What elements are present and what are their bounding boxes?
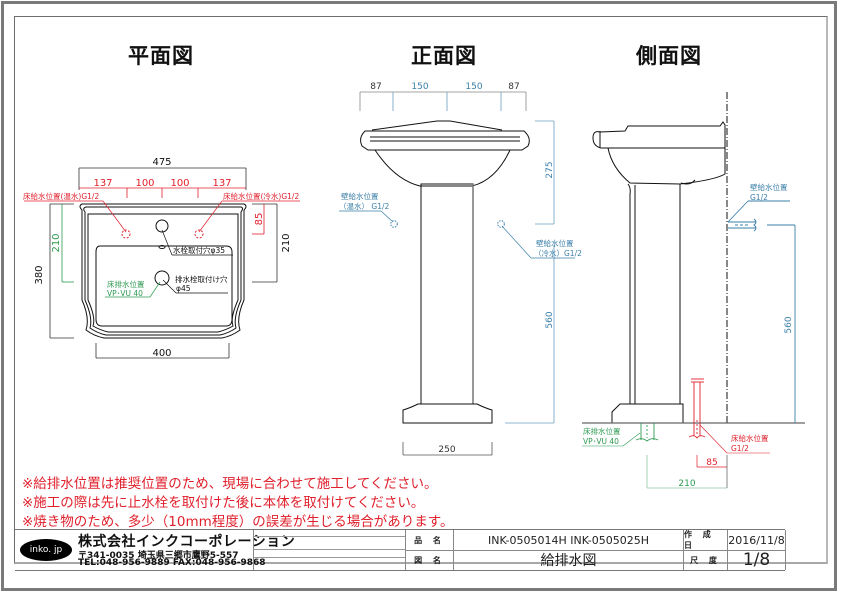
dim-400-label: 400	[152, 348, 171, 359]
side-view	[582, 92, 805, 489]
dim-475-label: 475	[152, 157, 171, 168]
dim-380-label: 380	[34, 265, 45, 284]
dim-100-left: 100	[135, 178, 154, 189]
dim-137-left: 137	[93, 178, 112, 189]
drain-hole-label-1: 排水栓取付け穴	[175, 274, 228, 284]
installation-notes: ※給排水位置は推奨位置のため、現場に合わせて施工してください。 ※施工の際は先に…	[22, 475, 453, 532]
side-floor-drain-label-2: VP･VU 40	[583, 437, 619, 446]
scale-value: 1/8	[727, 550, 785, 570]
front-pedestal	[420, 183, 474, 405]
side-pedestal-front	[627, 183, 631, 404]
drawing-name-value: 給排水図	[453, 550, 683, 570]
front-dim-560-label: 560	[545, 311, 555, 328]
dim-red-segments	[79, 187, 246, 198]
front-dim-87-right: 87	[508, 82, 519, 92]
faucet-hole-label: 水栓取付穴φ35	[173, 245, 225, 255]
company-address: 〒341-0035 埼玉県三郷市鷹野5-557	[78, 551, 239, 561]
front-wall-cold-label-2: （冷水）G1/2	[534, 248, 582, 258]
front-basin-rim	[371, 120, 503, 131]
front-dim-275-label: 275	[545, 161, 555, 178]
drawing-frame	[14, 16, 828, 564]
side-dim-210-label: 210	[678, 479, 695, 489]
scale-label: 尺 度	[683, 550, 727, 570]
dim-85-label: 85	[254, 213, 265, 226]
dim-210-left-label: 210	[51, 233, 62, 252]
side-wall-supply-label-2: G1/2	[750, 193, 768, 202]
drain-hole	[154, 270, 170, 286]
floor-drain-label-2: VP･VU 40	[107, 289, 143, 298]
company-tel-fax: TEL:048-956-9889 FAX:048-956-9868	[78, 558, 266, 568]
front-wall-hot-label-2: （温水） G1/2	[339, 201, 389, 211]
drawing-name-label: 図 名	[405, 550, 453, 570]
front-hot-wall-supply-point	[390, 220, 398, 228]
company-logo: inko. jp	[20, 539, 72, 561]
side-pedestal-base	[611, 403, 684, 423]
dim-100-right: 100	[170, 178, 189, 189]
title-block: inko. jp 株式会社インクコーポレーション 〒341-0035 埼玉県三郷…	[15, 529, 786, 571]
plan-view-title: 平面図	[128, 44, 194, 68]
created-date-value: 2016/11/8	[727, 530, 785, 550]
side-dim-560-label: 560	[784, 316, 794, 333]
created-date-label: 作 成 日	[683, 530, 727, 550]
front-wall-hot-label-1: 壁給水位置	[341, 191, 379, 201]
front-wall-cold-label-1: 壁給水位置	[536, 238, 574, 248]
front-view	[339, 91, 575, 456]
dim-137-right: 137	[212, 178, 231, 189]
blank-cell	[253, 530, 405, 570]
blank-rule-2	[254, 549, 405, 550]
basin-outline-inner	[87, 213, 239, 333]
front-dim-150-right: 150	[465, 82, 482, 92]
hot-supply-point	[121, 229, 131, 239]
basin-outline-outer	[79, 203, 247, 339]
blank-rule-1	[254, 536, 405, 537]
cold-supply-label: 床給水位置(冷水)G1/2	[223, 191, 299, 201]
note-2: ※施工の際は先に止水栓を取付けた後に本体を取付けてください。	[22, 495, 425, 511]
cold-supply-point	[194, 229, 204, 239]
hot-supply-label: 床給水位置(温水)G1/2	[23, 191, 99, 201]
title-block-right-edge	[785, 530, 786, 570]
front-dim-250-label: 250	[438, 445, 455, 455]
front-bowl	[374, 149, 511, 187]
floor-drain-label-1: 床排水位置	[107, 279, 145, 289]
side-view-title: 側面図	[636, 44, 702, 68]
dim-475	[78, 167, 247, 190]
blank-rule-3	[254, 557, 405, 558]
basin-outline-mid	[83, 206, 243, 336]
front-pedestal-base	[402, 403, 493, 424]
side-floor-supply-label-1: 床給水位置	[731, 433, 769, 443]
product-name-label: 品 名	[405, 530, 453, 550]
front-view-title: 正面図	[411, 44, 477, 68]
side-basin-top	[592, 121, 726, 149]
product-name-value: INK-0505014H INK-0505025H	[453, 530, 683, 550]
bowl-outline	[95, 245, 233, 327]
front-basin-rim-band	[360, 130, 530, 151]
title-block-divider	[405, 550, 785, 551]
side-floor-supply-label-2: G1/2	[731, 444, 749, 453]
note-3: ※焼き物のため、多少（10mm程度）の誤差が生じる場合があります。	[22, 514, 454, 530]
side-bowl	[607, 147, 726, 185]
front-dim-87-left: 87	[370, 82, 381, 92]
side-floor-drain-label-1: 床排水位置	[583, 426, 621, 436]
front-cold-wall-supply-point	[497, 220, 505, 228]
dim-210-right-label: 210	[281, 233, 292, 252]
overflow-slot	[158, 245, 166, 249]
front-dim-150-left: 150	[411, 82, 428, 92]
note-1: ※給排水位置は推奨位置のため、現場に合わせて施工してください。	[22, 476, 438, 492]
company-name: 株式会社インクコーポレーション	[78, 534, 296, 550]
drain-hole-label-2: φ45	[176, 284, 191, 293]
side-bowl-foot	[680, 179, 696, 185]
side-dim-85-label: 85	[706, 458, 717, 468]
plan-view: 475 137 100 100 137	[24, 157, 300, 359]
faucet-hole	[155, 219, 169, 233]
side-wall-supply-label-1: 壁給水位置	[750, 182, 788, 192]
